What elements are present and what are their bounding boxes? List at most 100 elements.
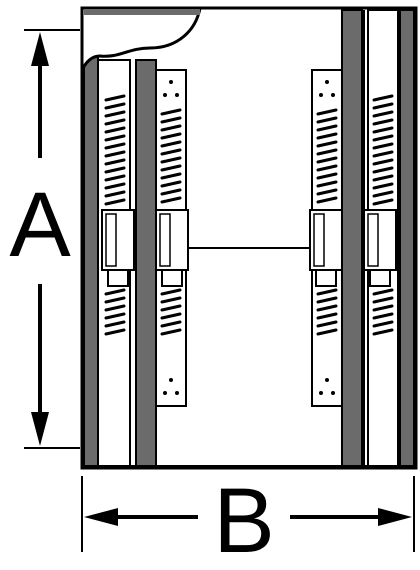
right-plate-slot — [316, 288, 338, 296]
dim-b-right-arrow-icon — [378, 508, 412, 526]
right-slide-slot — [372, 190, 394, 198]
right-inner-rail — [341, 9, 363, 467]
left-slide-slot — [104, 150, 126, 158]
right-slide-slot — [372, 142, 394, 150]
right-plate-slot — [316, 320, 338, 328]
right-plate-slot — [316, 196, 338, 204]
right-slide-slot — [372, 198, 394, 206]
left-slide-slot — [104, 166, 126, 174]
right-slide-slot — [372, 312, 394, 320]
screw-hole-icon — [175, 391, 179, 395]
top-rail-stub — [84, 9, 200, 15]
right-plate-slot — [316, 132, 338, 140]
screw-hole-icon — [169, 378, 173, 382]
left-slide-slot — [104, 134, 126, 142]
left-slide-slot — [104, 174, 126, 182]
screw-hole-icon — [325, 80, 329, 84]
right-slide-slot — [372, 110, 394, 118]
left-slide-carriage-inner — [105, 213, 117, 267]
dim-a-bottom-arrow-icon — [31, 412, 49, 446]
right-plate-carriage-foot — [315, 269, 337, 287]
right-plate-slot — [316, 108, 338, 116]
right-slide-slot — [372, 126, 394, 134]
screw-hole-icon — [331, 391, 335, 395]
right-plate-slot — [316, 188, 338, 196]
right-slide-slot — [372, 288, 394, 296]
left-outer-rail — [83, 39, 99, 467]
right-slide-slot — [372, 94, 394, 102]
right-slide-slot — [372, 174, 394, 182]
left-plate-slot — [160, 304, 182, 312]
screw-hole-icon — [331, 93, 335, 97]
right-plate-slot — [316, 148, 338, 156]
right-slide-carriage-inner — [367, 213, 379, 267]
left-plate-slot — [160, 180, 182, 188]
left-plate-carriage-inner — [159, 213, 171, 267]
right-plate-slot — [316, 312, 338, 320]
dim-a-label: A — [9, 174, 71, 276]
dim-a-top-arrow-icon — [31, 32, 49, 66]
left-plate-slot — [160, 320, 182, 328]
right-plate-slot — [316, 172, 338, 180]
right-slide-slot — [372, 158, 394, 166]
right-slide-slot — [372, 166, 394, 174]
left-slide-slot — [104, 142, 126, 150]
slot-hatching — [104, 94, 394, 336]
screw-hole-icon — [319, 93, 323, 97]
screw-hole-icon — [169, 80, 173, 84]
left-plate-slot — [160, 132, 182, 140]
screw-hole-icon — [163, 93, 167, 97]
left-slide-slot — [104, 320, 126, 328]
right-plate-carriage-inner — [313, 213, 325, 267]
left-plate-slot — [160, 124, 182, 132]
right-plate-slot — [316, 304, 338, 312]
left-slide-slot — [104, 312, 126, 320]
left-plate-slot — [160, 164, 182, 172]
left-slide-slot — [104, 102, 126, 110]
left-plate-slot — [160, 312, 182, 320]
right-plate-slot — [316, 164, 338, 172]
left-plate-carriage — [155, 209, 189, 271]
right-plate-slot — [316, 116, 338, 124]
screw-hole-icon — [163, 391, 167, 395]
left-plate-slot — [160, 188, 182, 196]
left-plate-slot — [160, 328, 182, 336]
dimension-b: B — [81, 470, 415, 570]
slide-carriages — [101, 209, 397, 287]
left-plate-slot — [160, 140, 182, 148]
right-slide-slot — [372, 182, 394, 190]
left-plate-slot — [160, 288, 182, 296]
left-slide-slot — [104, 94, 126, 102]
right-slide-slot — [372, 118, 394, 126]
right-slide-slot — [372, 304, 394, 312]
dim-b-label: B — [213, 470, 274, 570]
screw-hole-icon — [175, 93, 179, 97]
left-plate-slot — [160, 196, 182, 204]
left-slide-slot — [104, 296, 126, 304]
right-plate-slot — [316, 180, 338, 188]
right-plate-carriage — [309, 209, 343, 271]
right-plate-slot — [316, 328, 338, 336]
left-slide-slot — [104, 328, 126, 336]
left-slide-slot — [104, 190, 126, 198]
left-slide-slot — [104, 198, 126, 206]
dimension-a: A — [9, 29, 80, 449]
left-plate-slot — [160, 156, 182, 164]
left-plate-carriage-foot — [161, 269, 183, 287]
dim-b-left-arrow-icon — [84, 508, 118, 526]
right-plate-slot — [316, 156, 338, 164]
right-plate-slot — [316, 296, 338, 304]
right-plate-slot — [316, 140, 338, 148]
right-slide-slot — [372, 102, 394, 110]
screw-hole-icon — [325, 378, 329, 382]
left-slide-slot — [104, 126, 126, 134]
left-plate-slot — [160, 148, 182, 156]
left-slide-slot — [104, 110, 126, 118]
right-slide-carriage-foot — [369, 269, 391, 287]
left-slide-carriage-foot — [107, 269, 129, 287]
break-away-top — [80, 6, 202, 71]
left-plate-slot — [160, 108, 182, 116]
left-plate-slot — [160, 172, 182, 180]
